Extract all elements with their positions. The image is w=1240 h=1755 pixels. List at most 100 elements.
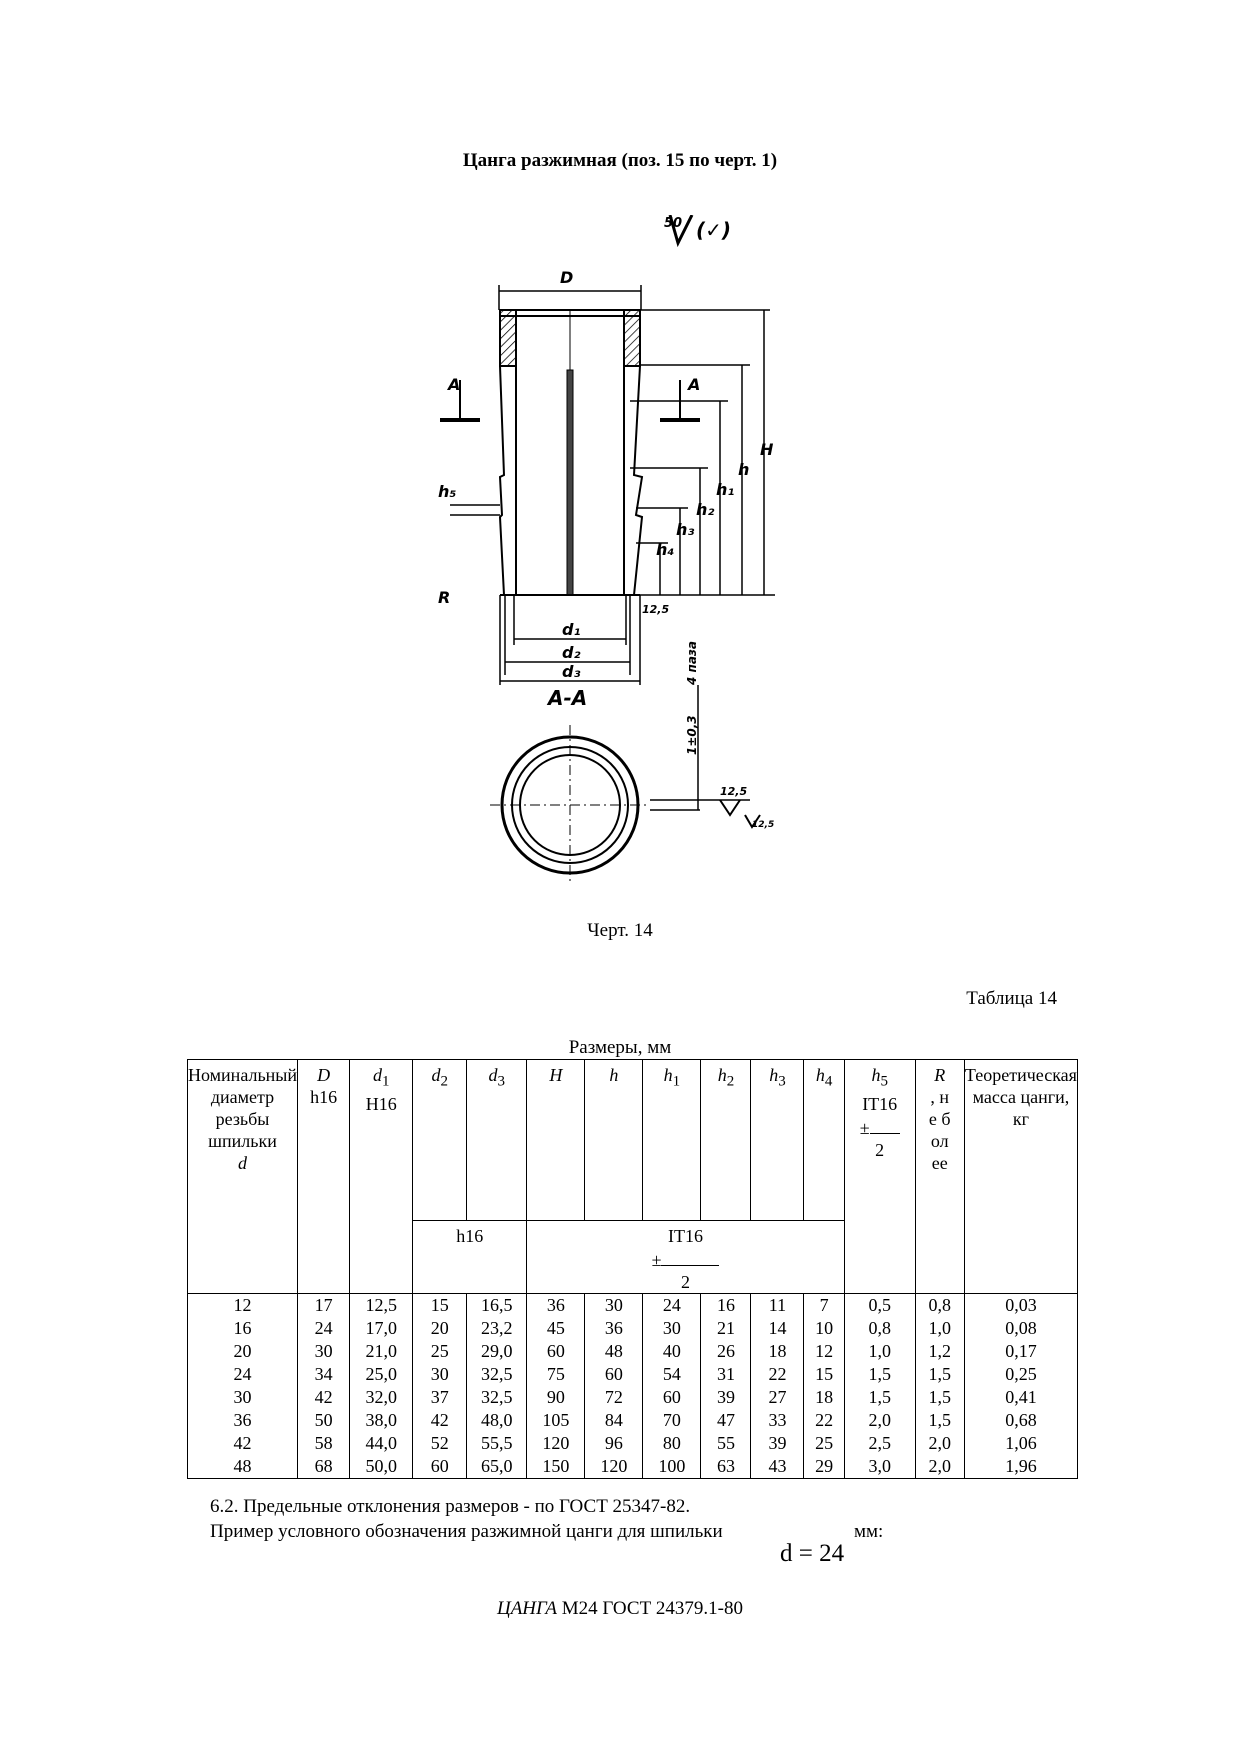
- table-cell: 25,0: [349, 1363, 414, 1386]
- table-cell: 50: [297, 1409, 351, 1432]
- note-example: Пример условного обозначения разжимной ц…: [210, 1521, 884, 1542]
- table-cell: 2,0: [914, 1432, 965, 1455]
- dim-h1: h₁: [716, 480, 734, 499]
- table-cell: 26: [700, 1340, 752, 1363]
- table-cell: 0,17: [963, 1340, 1079, 1363]
- table-cell: 60: [412, 1455, 468, 1479]
- header-h2: h2: [700, 1059, 752, 1221]
- table-cell: 12: [803, 1340, 845, 1363]
- slot-count: 4 паза: [685, 641, 699, 686]
- table-cell: 21,0: [349, 1340, 414, 1363]
- table-cell: 72: [584, 1386, 644, 1409]
- table-cell: 150: [526, 1455, 586, 1479]
- table-cell: 22: [803, 1409, 845, 1432]
- table-cell: 29: [803, 1455, 845, 1479]
- header-R: R , не более: [914, 1059, 965, 1294]
- table-cell: 105: [526, 1409, 586, 1432]
- table-cell: 30: [297, 1340, 351, 1363]
- header-h3: h3: [750, 1059, 805, 1221]
- table-number: Таблица 14: [966, 988, 1057, 1009]
- formula: d = 24: [780, 1540, 845, 1567]
- header-mass: Теоретическая масса цанги, кг: [963, 1059, 1079, 1294]
- table-cell: 24: [297, 1317, 351, 1340]
- header-d1: d1 H16: [349, 1059, 414, 1294]
- header-H: H: [526, 1059, 586, 1221]
- table-cell: 34: [297, 1363, 351, 1386]
- table-cell: 0,41: [963, 1386, 1079, 1409]
- table-cell: 1,96: [963, 1455, 1079, 1479]
- dim-h2: h₂: [696, 500, 714, 519]
- table-cell: 68: [297, 1455, 351, 1479]
- table-cell: 30: [186, 1386, 299, 1409]
- table-cell: 11: [750, 1293, 805, 1317]
- table-cell: 30: [584, 1293, 644, 1317]
- table-cell: 0,5: [843, 1293, 916, 1317]
- table-cell: 1,06: [963, 1432, 1079, 1455]
- table-cell: 39: [700, 1386, 752, 1409]
- table-cell: 48: [186, 1455, 299, 1479]
- table-cell: 54: [642, 1363, 702, 1386]
- table-cell: 21: [700, 1317, 752, 1340]
- table-cell: 42: [412, 1409, 468, 1432]
- table-cell: 30: [642, 1317, 702, 1340]
- table-cell: 16: [700, 1293, 752, 1317]
- table-cell: 75: [526, 1363, 586, 1386]
- dim-h3: h₃: [676, 520, 694, 539]
- table-cell: 44,0: [349, 1432, 414, 1455]
- table-cell: 24: [642, 1293, 702, 1317]
- table-cell: 33: [750, 1409, 805, 1432]
- table-cell: 18: [803, 1386, 845, 1409]
- note-tolerances: 6.2. Предельные отклонения размеров - по…: [210, 1496, 691, 1517]
- table-cell: 42: [186, 1432, 299, 1455]
- section-mark-left: A: [446, 375, 460, 394]
- table-cell: 10: [803, 1317, 845, 1340]
- table-cell: 16,5: [466, 1293, 528, 1317]
- table-cell: 65,0: [466, 1455, 528, 1479]
- table-units: Размеры, мм: [568, 1037, 672, 1058]
- table-cell: 60: [642, 1386, 702, 1409]
- table-cell: 25: [412, 1340, 468, 1363]
- dim-h5: h₅: [438, 482, 456, 501]
- header-nominal: Номинальный диаметр резьбы шпильки d: [186, 1059, 299, 1294]
- table-cell: 80: [642, 1432, 702, 1455]
- table-cell: 32,5: [466, 1386, 528, 1409]
- radius-label: R: [438, 588, 450, 607]
- table-cell: 100: [642, 1455, 702, 1479]
- table-cell: 18: [750, 1340, 805, 1363]
- table-cell: 2,0: [914, 1455, 965, 1479]
- dim-h4: h₄: [656, 540, 674, 559]
- table-cell: 12,5: [349, 1293, 414, 1317]
- table-cell: 12: [186, 1293, 299, 1317]
- roughness-slot-2: 12,5: [752, 820, 774, 830]
- table-cell: 20: [186, 1340, 299, 1363]
- dim-D: D: [560, 268, 573, 287]
- header-h4: h4: [803, 1059, 845, 1221]
- section-label: A-A: [546, 686, 587, 710]
- table-cell: 24: [186, 1363, 299, 1386]
- table-cell: 0,8: [914, 1293, 965, 1317]
- table-cell: 45: [526, 1317, 586, 1340]
- table-cell: 84: [584, 1409, 644, 1432]
- table-cell: 15: [803, 1363, 845, 1386]
- table-cell: 20: [412, 1317, 468, 1340]
- header-it16: IT16 ±2: [526, 1220, 845, 1294]
- table-cell: 1,5: [843, 1386, 916, 1409]
- table-cell: 90: [526, 1386, 586, 1409]
- table-cell: 1,5: [914, 1363, 965, 1386]
- table-cell: 52: [412, 1432, 468, 1455]
- header-h: h: [584, 1059, 644, 1221]
- table-cell: 1,0: [843, 1340, 916, 1363]
- table-cell: 1,5: [914, 1409, 965, 1432]
- table-cell: 29,0: [466, 1340, 528, 1363]
- header-D: D h16: [297, 1059, 351, 1294]
- h5-fraction: ±2: [860, 1115, 900, 1161]
- table-cell: 55: [700, 1432, 752, 1455]
- dim-h: h: [738, 460, 749, 479]
- table-cell: 0,25: [963, 1363, 1079, 1386]
